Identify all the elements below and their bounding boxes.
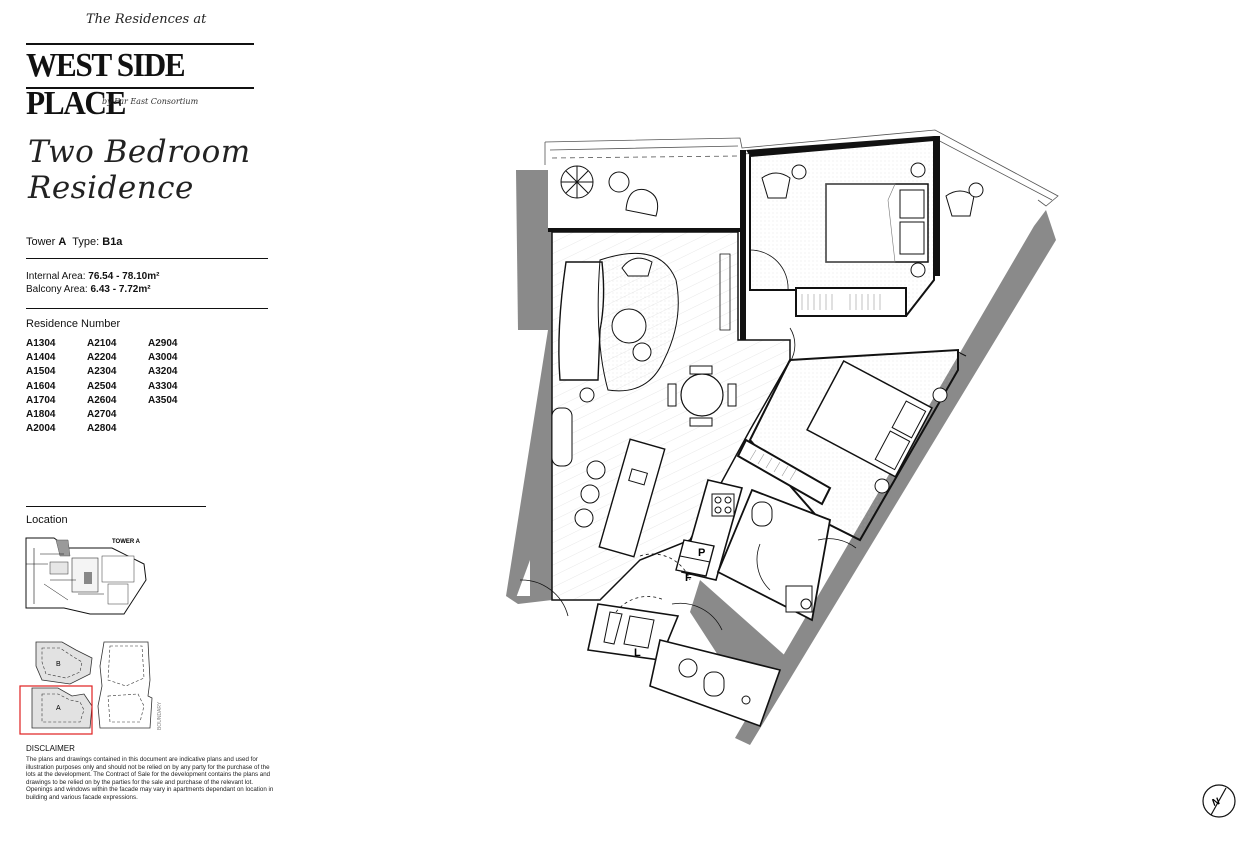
- internal-area-label: Internal Area:: [26, 271, 86, 282]
- tower-type-line: Tower A Type: B1a: [26, 236, 122, 248]
- residence-number-col3: A2904 A3004 A3204 A3304 A3504: [148, 337, 177, 408]
- bench-seat: [551, 407, 573, 467]
- type-label: Type:: [72, 236, 100, 248]
- balcony-area: Balcony Area: 6.43 - 7.72m²: [26, 284, 151, 296]
- residence-number: A2304: [87, 366, 117, 378]
- side-table: [632, 342, 652, 362]
- bedside-lamp-icon: [932, 387, 948, 403]
- floor-lamp-icon: [579, 387, 595, 403]
- compass-label: N: [1211, 796, 1222, 809]
- brand-rule-bottom: [26, 87, 254, 89]
- tower-value: A: [58, 236, 67, 248]
- residence-number-col2: A2104 A2204 A2304 A2504 A2604 A2704 A280…: [87, 337, 116, 436]
- residence-number: A2704: [87, 408, 117, 420]
- ensuite-bathroom: [716, 488, 832, 622]
- block-key-plan: B A BOUNDARY: [19, 641, 163, 735]
- bedside-lamp-icon: [910, 262, 926, 278]
- compass-icon: N: [1202, 784, 1236, 818]
- armchair-icon: [761, 164, 807, 199]
- armchair-icon: [945, 182, 984, 217]
- dining-set: [667, 365, 737, 427]
- residence-number: A1704: [26, 394, 56, 406]
- bed-bedroom-1: [825, 183, 929, 263]
- stool-icon: [586, 460, 606, 480]
- coffee-table: [611, 308, 647, 344]
- tower-label: Tower: [26, 236, 56, 248]
- brand-subtitle: The Residences at: [86, 12, 207, 27]
- internal-area: Internal Area: 76.54 - 78.10m²: [26, 271, 159, 283]
- kitchen-island: [598, 438, 666, 558]
- selected-block-highlight: [19, 685, 93, 735]
- bed-bedroom-2: [806, 359, 934, 478]
- internal-area-value: 76.54 - 78.10m²: [88, 271, 160, 282]
- bedside-lamp-icon: [874, 478, 890, 494]
- residence-number: A2504: [87, 380, 117, 392]
- disclaimer-title: DISCLAIMER: [26, 744, 75, 753]
- divider: [26, 308, 268, 309]
- balcony-plant-icon: [560, 165, 630, 199]
- location-heading: Location: [26, 514, 68, 526]
- residence-number: A1304: [26, 338, 56, 349]
- balcony-chair-icon: [625, 188, 659, 217]
- residence-number: A1404: [26, 352, 56, 364]
- balcony-area-label: Balcony Area:: [26, 284, 88, 295]
- residence-number: A2004: [26, 423, 56, 435]
- main-bathroom: L: [587, 603, 782, 728]
- window-line: [957, 351, 967, 357]
- residence-number: A2804: [87, 423, 117, 435]
- disclaimer-text: The plans and drawings contained in this…: [26, 756, 274, 801]
- lounge-chair-icon: [621, 257, 653, 277]
- block-a-label: A: [56, 705, 61, 712]
- residence-number: A3204: [148, 366, 178, 378]
- laundry-label: L: [634, 647, 641, 659]
- doors: [519, 249, 857, 631]
- residence-number: A2204: [87, 352, 117, 364]
- stool-icon: [580, 484, 600, 504]
- balcony-area-value: 6.43 - 7.72m²: [90, 284, 151, 295]
- robe-bedroom-2: [736, 438, 832, 506]
- residence-number: A3004: [148, 352, 178, 364]
- residence-title-line2: Residence: [28, 170, 194, 206]
- stool-icon: [574, 508, 594, 528]
- brand-developer: by Far East Consortium: [102, 97, 199, 106]
- boundary-label: BOUNDARY: [157, 701, 163, 730]
- brand-rule-top: [26, 43, 254, 45]
- residence-number: A3304: [148, 380, 178, 392]
- fridge-label: F: [685, 572, 692, 584]
- tower-a-label: TOWER A: [112, 539, 141, 545]
- residence-number: A1804: [26, 408, 56, 420]
- residence-number: A2904: [148, 338, 178, 349]
- divider: [26, 258, 268, 259]
- bedside-lamp-icon: [910, 162, 926, 178]
- kitchen: P F: [675, 479, 743, 584]
- location-divider: [26, 506, 206, 507]
- residence-title-line1: Two Bedroom: [28, 134, 251, 170]
- block-b-label: B: [56, 661, 61, 668]
- sofa: [558, 261, 605, 381]
- residence-title: Two Bedroom Residence: [28, 134, 251, 206]
- robe-bedroom-1: [795, 287, 907, 317]
- type-value: B1a: [102, 236, 123, 248]
- residence-number-col1: A1304 A1404 A1504 A1604 A1704 A1804 A200…: [26, 337, 55, 436]
- brand-name: WEST SIDE PLACE: [26, 47, 186, 122]
- pantry-label: P: [698, 547, 705, 559]
- residence-number: A1504: [26, 366, 56, 378]
- location-map: TOWER A: [25, 537, 147, 615]
- residence-number: A1604: [26, 380, 56, 392]
- residence-number: A3504: [148, 394, 178, 406]
- residence-number: A2604: [87, 394, 117, 406]
- residence-number: A2104: [87, 338, 117, 349]
- residence-number-heading: Residence Number: [26, 318, 121, 330]
